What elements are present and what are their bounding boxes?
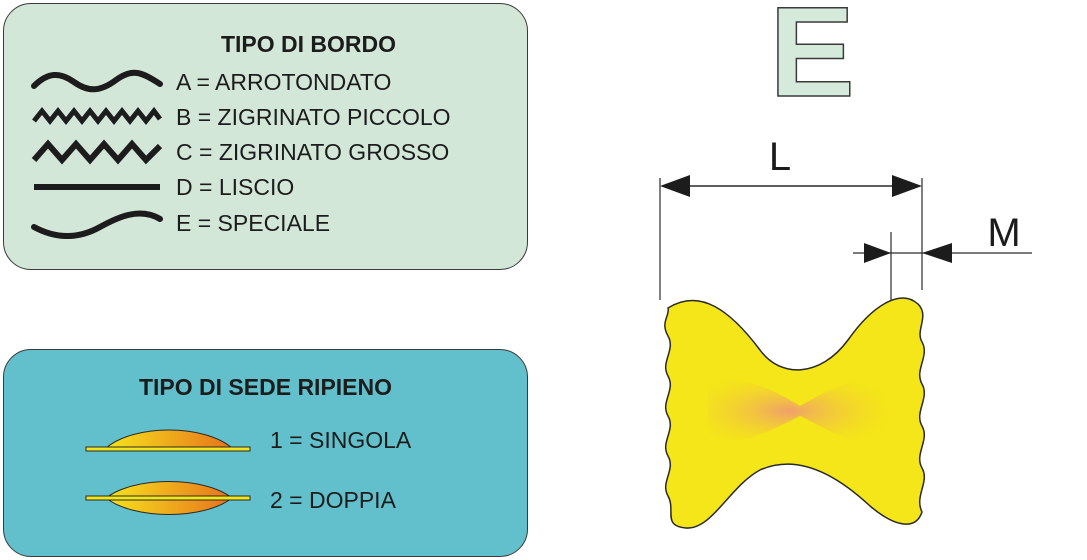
filling-seat-legend: TIPO DI SEDE RIPIENO 1 = SINGOLA: [3, 349, 528, 557]
legend-item-arrotondato: A = ARROTONDATO: [30, 66, 391, 98]
legend-label: C = ZIGRINATO GROSSO: [176, 138, 450, 165]
edge-type-legend: TIPO DI BORDO A = ARROTONDATO B = ZIGRIN…: [3, 3, 528, 270]
length-arrow-right: [892, 175, 922, 197]
edge-type-title: TIPO DI BORDO: [220, 31, 397, 57]
legend-item-liscio: D = LISCIO: [30, 171, 294, 203]
straight-edge-icon: [34, 184, 160, 190]
edge-type-letter: E: [769, 0, 854, 124]
legend-label: 1 = SINGOLA: [270, 426, 412, 453]
length-arrow-left: [660, 175, 690, 197]
length-label: L: [769, 135, 791, 179]
legend-item-speciale: E = SPECIALE: [30, 207, 330, 239]
small-zigzag-edge-icon: [32, 106, 162, 126]
margin-arrow-right: [922, 243, 952, 263]
curved-edge-icon: [31, 210, 163, 239]
large-zigzag-edge-icon: [31, 139, 163, 165]
margin-arrow-left: [864, 243, 891, 263]
margin-label: M: [987, 211, 1020, 255]
double-seat-icon: [85, 481, 251, 515]
wavy-rounded-edge-icon: [31, 69, 163, 93]
legend-item-doppia: 2 = DOPPIA: [84, 478, 396, 522]
legend-item-zigrinato-piccolo: B = ZIGRINATO PICCOLO: [30, 101, 451, 133]
legend-label: D = LISCIO: [176, 173, 295, 200]
legend-item-zigrinato-grosso: C = ZIGRINATO GROSSO: [30, 136, 449, 168]
legend-label: B = ZIGRINATO PICCOLO: [176, 103, 451, 130]
legend-label: 2 = DOPPIA: [270, 486, 396, 513]
legend-item-singola: 1 = SINGOLA: [84, 422, 411, 458]
legend-label: E = SPECIALE: [176, 209, 331, 236]
filling-area: [708, 377, 888, 445]
filling-seat-title: TIPO DI SEDE RIPIENO: [138, 374, 393, 400]
single-seat-icon: [85, 429, 251, 452]
legend-label: A = ARROTONDATO: [176, 68, 392, 95]
